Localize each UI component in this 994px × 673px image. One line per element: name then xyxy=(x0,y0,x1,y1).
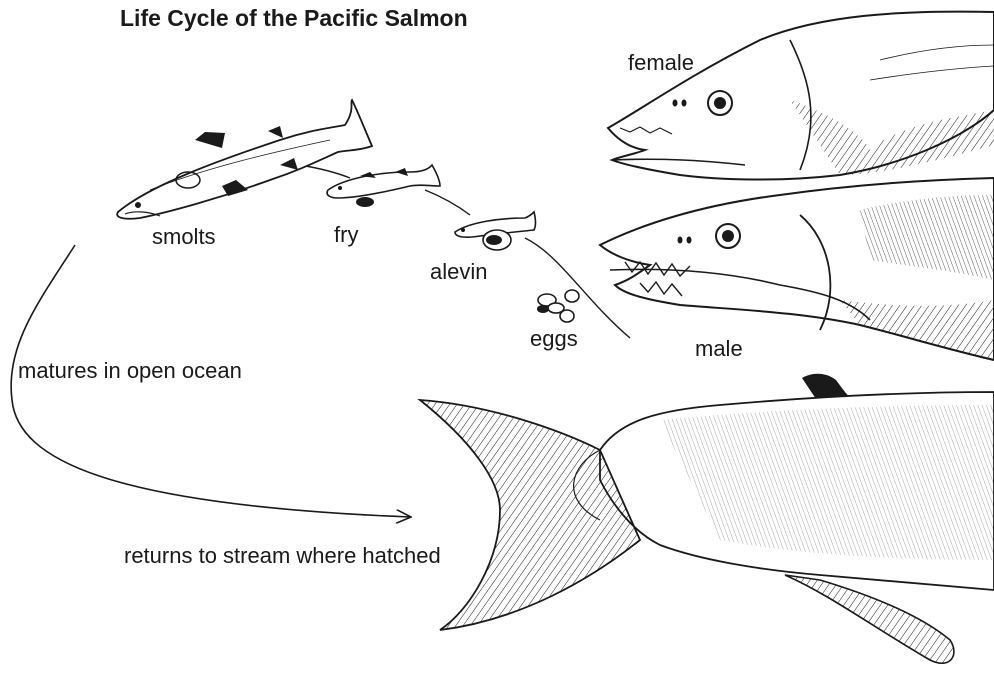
annotation-return: returns to stream where hatched xyxy=(124,543,441,569)
stage-label-eggs: eggs xyxy=(530,326,578,352)
label-female: female xyxy=(628,50,694,76)
cycle-path-2 xyxy=(425,190,470,215)
stage-label-alevin: alevin xyxy=(430,259,487,285)
diagram-title: Life Cycle of the Pacific Salmon xyxy=(120,4,468,32)
stage-label-smolts: smolts xyxy=(152,224,216,250)
female-salmon-head xyxy=(608,12,994,180)
smolt-fish-illustration xyxy=(117,100,372,219)
salmon-tail-illustration xyxy=(420,374,994,664)
cycle-path xyxy=(300,165,350,178)
alevin-illustration xyxy=(455,212,536,250)
male-salmon-head xyxy=(600,178,994,360)
label-male: male xyxy=(695,336,743,362)
annotation-ocean: matures in open ocean xyxy=(18,358,242,384)
eggs-illustration xyxy=(537,290,579,322)
fry-fish-illustration xyxy=(327,165,440,207)
stage-label-fry: fry xyxy=(334,222,358,248)
